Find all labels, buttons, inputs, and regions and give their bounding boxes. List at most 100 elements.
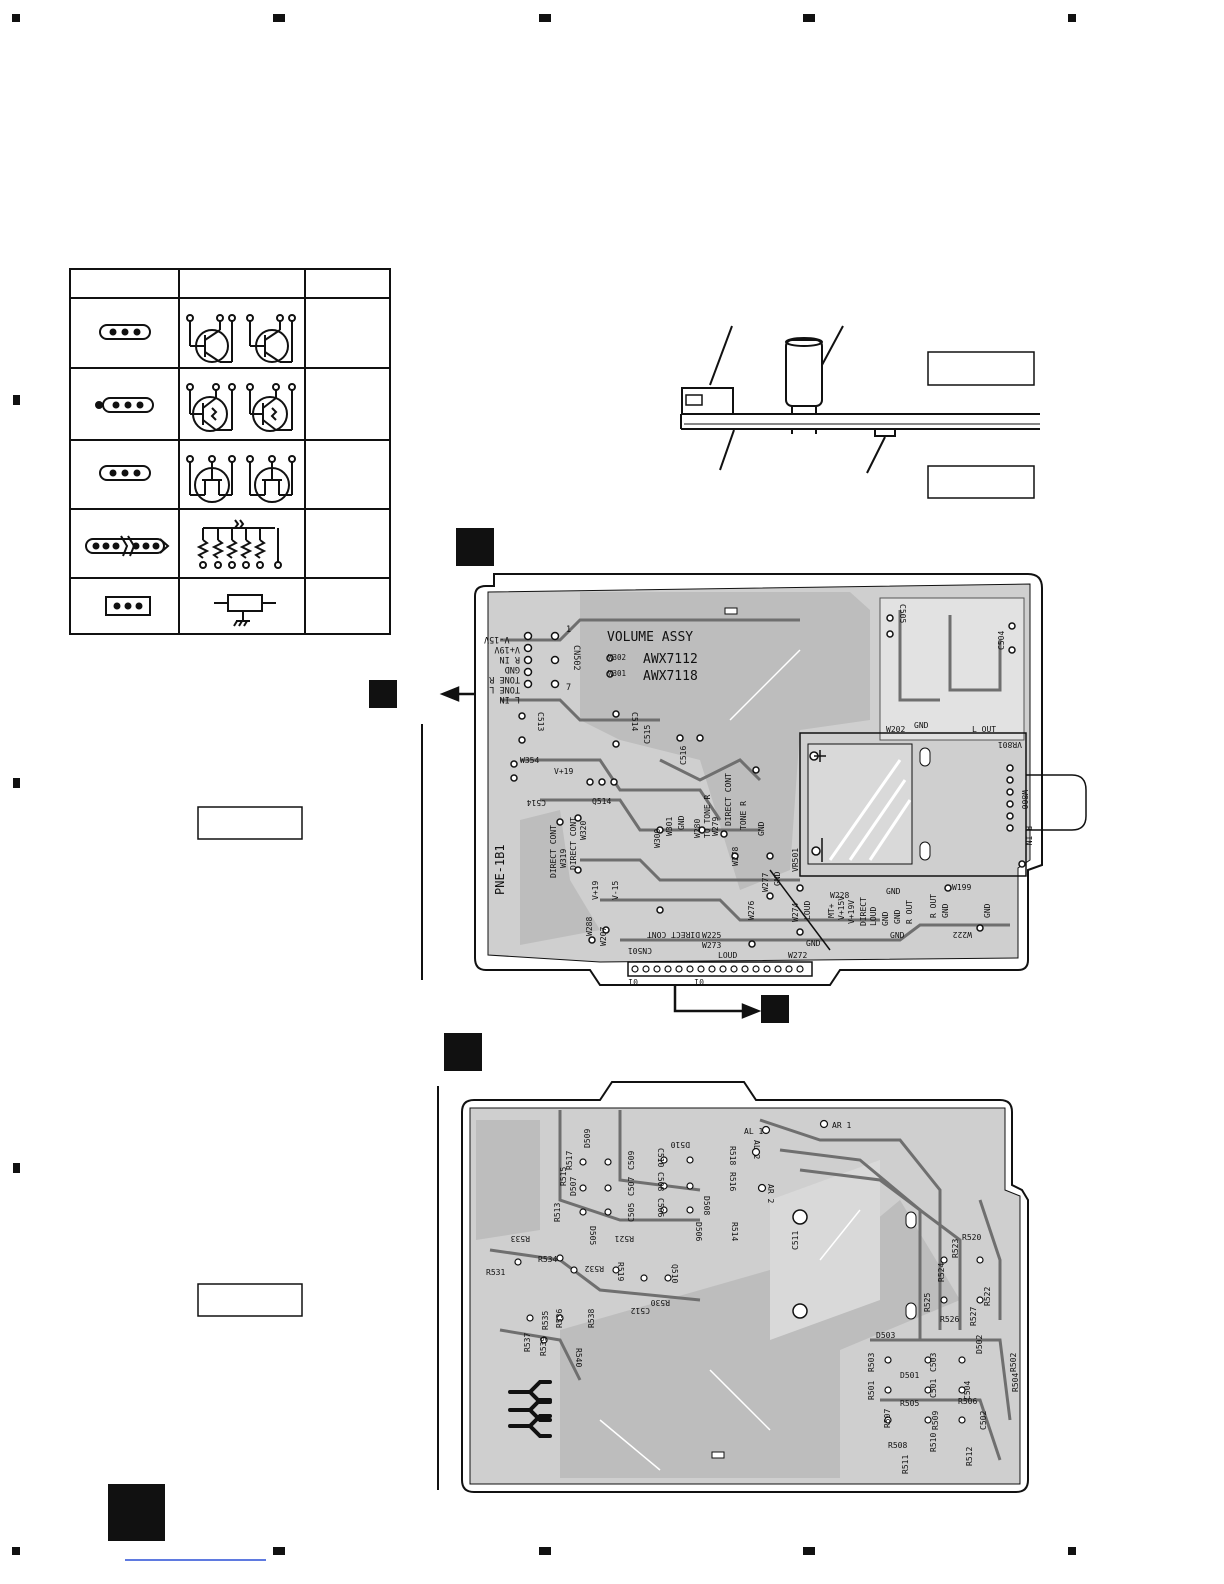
power-tone-pcb: D509 R517 D507 R515 R513 C509 C507 C505 … (461, 1081, 1029, 1493)
comp-loud-3: LOUD (718, 951, 737, 960)
legend-row-fet (99, 455, 296, 503)
comp-vr501: VR501 (791, 848, 800, 872)
section-marker-b (444, 1033, 482, 1071)
comp-d505: D505 (588, 1226, 597, 1245)
comp-c505: C505 (627, 1203, 636, 1222)
comp-r517: R517 (565, 1151, 574, 1170)
comp-v15: V-15 (611, 881, 620, 900)
comp-r521: R521 (615, 1234, 634, 1243)
legend-row-resistor (105, 594, 276, 627)
connector-marker-left (369, 680, 397, 708)
comp-r510: R510 (929, 1433, 938, 1452)
comp-loud-1: LOUD (803, 901, 812, 920)
comp-w273: W273 (702, 941, 721, 950)
comp-d502: D502 (975, 1335, 984, 1354)
connector-marker-bottom (761, 995, 789, 1023)
comp-mt: MT+ (827, 903, 836, 918)
legend-row-digital-transistor (95, 383, 296, 432)
comp-c504: C504 (997, 631, 1006, 650)
comp-w276: W276 (747, 901, 756, 920)
comp-w300: W300 (653, 829, 662, 848)
comp-r538: R538 (587, 1309, 596, 1328)
comp-r534: R534 (538, 1255, 557, 1264)
comp-r508: R508 (888, 1441, 907, 1450)
comp-r501: R501 (867, 1381, 876, 1400)
connector-label-rin: R IN (500, 654, 520, 664)
comp-loud-2: LOUD (869, 907, 878, 926)
comp-c508: C508 (656, 1172, 665, 1191)
comp-direct-cont-1: DIRECT CONT (549, 825, 558, 878)
bottom-pin-label-right: 01 (694, 977, 704, 986)
connector-label-tone-r: TONE R (488, 674, 520, 684)
comp-r527: R527 (969, 1307, 978, 1326)
comp-w278: W278 (731, 847, 740, 866)
comp-r516: R516 (728, 1172, 737, 1191)
comp-q510: Q510 (670, 1264, 679, 1283)
comp-r530: R530 (651, 1298, 670, 1307)
connector-label-gnd: GND (505, 664, 520, 674)
comp-w277: W277 (761, 873, 770, 892)
comp-al2: AL 2 (752, 1140, 761, 1159)
comp-to-tone-r: TO TONE R (703, 794, 712, 838)
connector-label-v15: V-15V (484, 634, 510, 644)
comp-r525: R525 (923, 1293, 932, 1312)
comp-w225: W225 (702, 931, 721, 940)
comp-cn501: CN501 (628, 946, 652, 955)
comp-direct: DIRECT (859, 897, 868, 926)
comp-w800: W800 (1020, 790, 1029, 809)
comp-v19b: V+19 (591, 881, 600, 900)
page-corner-marker (108, 1484, 165, 1541)
comp-direct-cont-2: DIRECT CONT (569, 817, 578, 870)
comp-d509: D509 (583, 1129, 592, 1148)
comp-gnd-7: GND (941, 903, 950, 918)
comp-r502: R502 (1009, 1353, 1018, 1372)
comp-vr801: VR801 (998, 740, 1022, 749)
comp-w279: W279 (711, 817, 720, 836)
comp-q514: Q514 (592, 797, 611, 806)
comp-al1: AL 1 (744, 1127, 763, 1136)
comp-direct-cont-4: DIRECT CONT (647, 930, 700, 939)
comp-d506: D506 (694, 1222, 703, 1241)
connector-pin-last: 7 (566, 683, 571, 693)
part-awx7118: AWX7118 (643, 669, 698, 684)
comp-v15v: V+15V (837, 896, 846, 920)
board-title: VOLUME ASSY (607, 630, 693, 645)
comp-v19v: V+19V (847, 900, 856, 924)
comp-c512: C512 (631, 1306, 650, 1315)
comp-w222: W222 (953, 930, 972, 939)
comp-gnd-2: GND (757, 821, 766, 836)
comp-c516: C516 (679, 746, 688, 765)
legend-row-transistor (99, 314, 296, 363)
comp-r540: R540 (574, 1348, 583, 1367)
comp-c502: C502 (979, 1411, 988, 1430)
comp-c514b: C514 (527, 798, 546, 807)
connector-label-tone-l: TONE L (489, 684, 520, 694)
comp-tone-r: TONE R (739, 801, 748, 830)
comp-r515: R515 (559, 1167, 568, 1186)
comp-r513: R513 (553, 1203, 562, 1222)
comp-r-out-1: R OUT (905, 900, 914, 924)
comp-w199: W199 (952, 883, 971, 892)
comp-r507: R507 (883, 1409, 892, 1428)
comp-d501: D501 (900, 1371, 919, 1380)
comp-c515: C515 (643, 725, 652, 744)
comp-w319: W319 (559, 849, 568, 868)
comp-c513: C513 (536, 712, 545, 731)
comp-w228: W228 (830, 891, 849, 900)
comp-c505: C505 (898, 604, 907, 623)
comp-direct-cont-3: DIRECT CONT (724, 773, 733, 826)
symbol-legend-table (69, 268, 391, 635)
legend-row-resistor-array (85, 519, 282, 569)
comp-d510: D510 (671, 1140, 690, 1149)
comp-gnd-4: GND (881, 911, 890, 926)
comp-w354: W354 (520, 756, 539, 765)
comp-r-in: R IN (1024, 826, 1033, 845)
location-boxes (197, 724, 439, 1490)
comp-c504: C504 (963, 1381, 972, 1400)
comp-r503: R503 (867, 1353, 876, 1372)
comp-w301b: W301 (665, 817, 674, 836)
part-w302: W302 (608, 653, 626, 662)
comp-r512: R512 (965, 1447, 974, 1466)
part-w301: W301 (608, 669, 626, 678)
